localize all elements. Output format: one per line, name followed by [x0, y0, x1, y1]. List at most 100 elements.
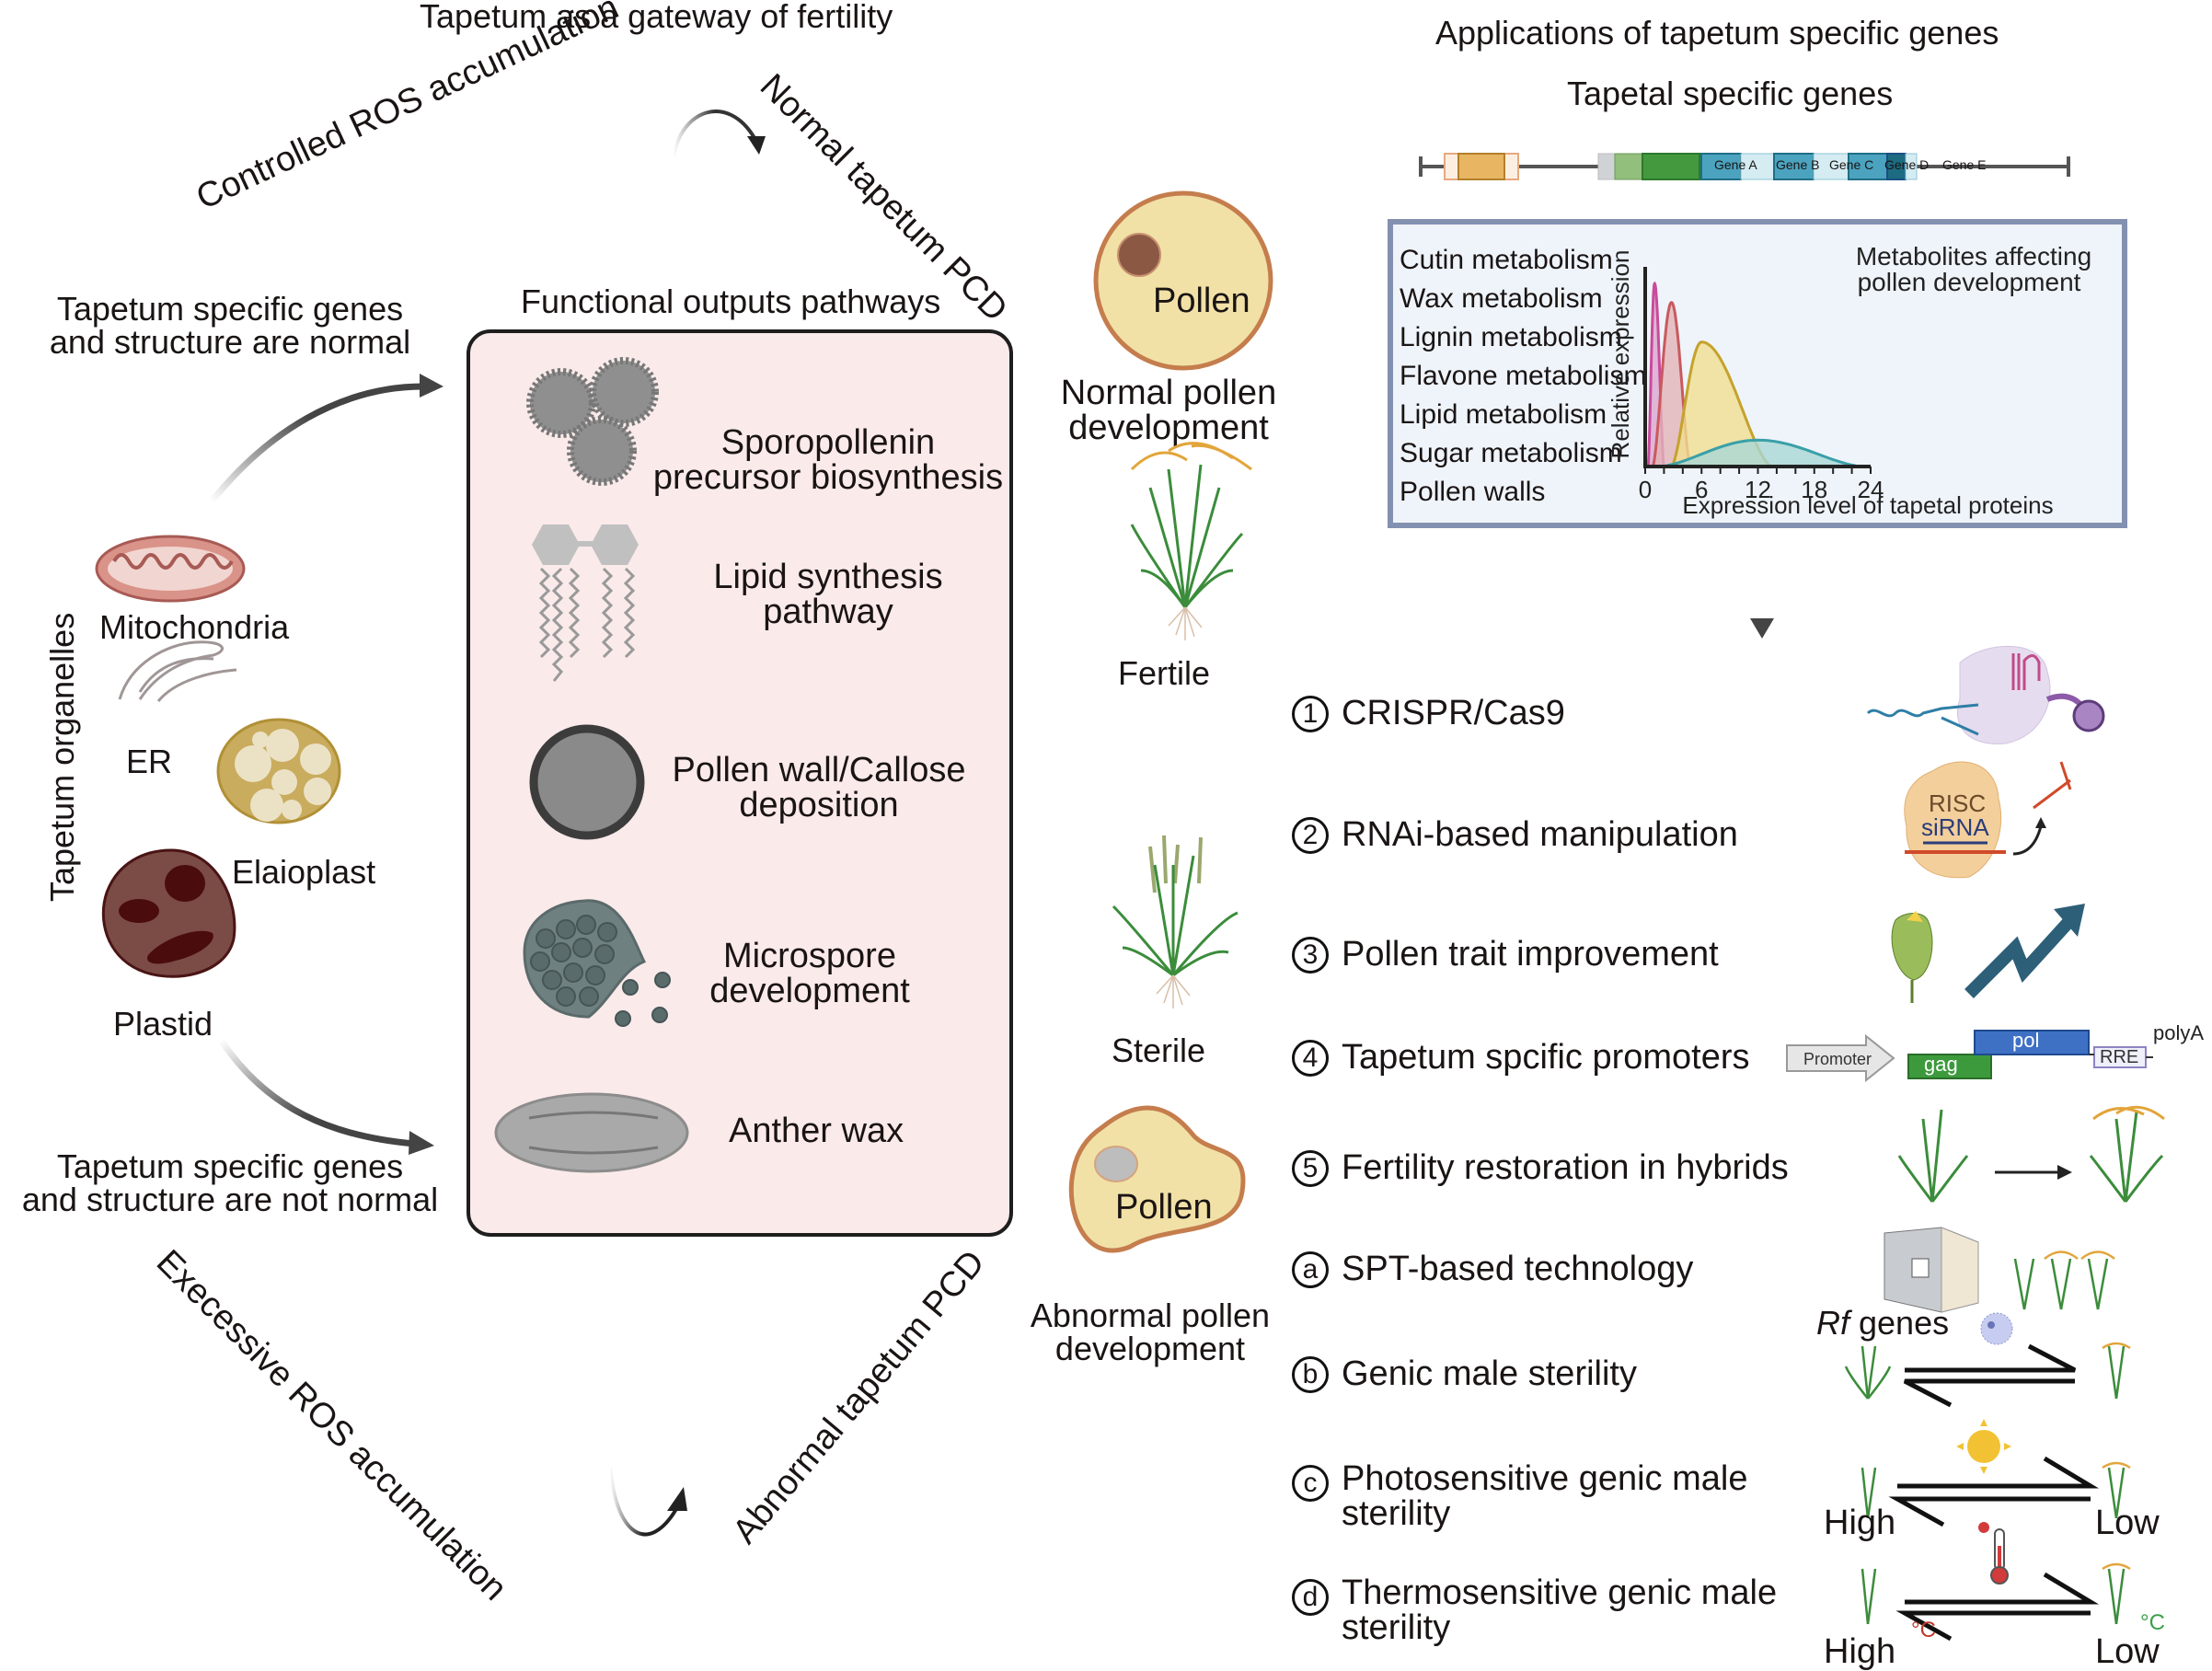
normal-line1: Normal pollen	[1060, 374, 1277, 412]
main-title: Tapetum as a gateway of fertility	[420, 0, 893, 35]
x-tick-label: 18	[1801, 476, 1827, 503]
pathway-lipid: Lipid synthesis pathway	[662, 559, 994, 629]
abnormal-pollen-label: Pollen	[1115, 1188, 1213, 1227]
microspore-release-icon	[523, 899, 671, 1027]
excessive-ros-label: Execessive ROS accumulation	[148, 1242, 514, 1608]
rre-label: RRE	[2100, 1047, 2139, 1067]
fertile-label: Fertile	[1118, 654, 1211, 692]
x-tick-label: 12	[1745, 476, 1771, 503]
application-label: Thermosensitive genic male sterility	[1342, 1575, 1777, 1645]
application-label: CRISPR/Cas9	[1342, 694, 1565, 732]
metabolites-box	[1388, 219, 2127, 528]
normal-pollen-icon	[1093, 190, 1273, 371]
application-label: SPT-based technology	[1342, 1250, 1694, 1288]
metabolite-item: Flavone metabolism	[1400, 361, 1647, 391]
marker-badge: d	[1292, 1579, 1329, 1616]
callose-sphere-icon	[529, 724, 645, 840]
risc-label: RISC	[1929, 789, 1987, 817]
gene-c-label: Gene C	[1829, 157, 1874, 172]
application-label: Pollen trait improvement	[1342, 935, 1719, 974]
pathway-line2: deposition	[739, 786, 899, 824]
gag-label: gag	[1924, 1053, 1958, 1076]
x-tick-label: 6	[1695, 476, 1708, 503]
marker-badge: 3	[1292, 936, 1329, 974]
pathway-line1: Lipid synthesis	[713, 558, 943, 596]
chart-title-line2: pollen development	[1858, 268, 2081, 296]
pathway-sporopollenin: Sporopollenin precursor biosynthesis	[635, 425, 1021, 495]
mitochondria-icon	[95, 535, 246, 603]
rf-italic: Rf	[1816, 1304, 1849, 1342]
gene-b-label: Gene B	[1776, 157, 1820, 172]
application-label: Fertility restoration in hybrids	[1342, 1148, 1789, 1187]
abnormal-pollen-icon	[1068, 1105, 1246, 1253]
tgms-high-label: High	[1824, 1632, 1896, 1671]
functional-pathways-box	[467, 329, 1013, 1237]
application-gms: b Genic male sterility	[1292, 1354, 1637, 1394]
pol-label: pol	[2012, 1029, 2040, 1052]
marker-badge: a	[1292, 1250, 1329, 1288]
normal-pollen-development: Normal pollen development	[1040, 375, 1297, 445]
pathway-line2: precursor biosynthesis	[652, 458, 1004, 497]
cell-icon	[1980, 1312, 2013, 1345]
metabolite-item: Sugar metabolism	[1400, 438, 1622, 468]
normal-pollen-label: Pollen	[1153, 282, 1250, 320]
plastid-icon	[101, 848, 236, 978]
expression-chart: Metabolites affecting pollen development…	[1607, 242, 2091, 519]
equilibrium-icon	[1844, 1342, 2131, 1642]
application-tgms: d Thermosensitive genic male sterility	[1292, 1575, 1777, 1645]
metabolite-item: Pollen walls	[1400, 477, 1546, 507]
abnormal-line2: development	[1054, 1330, 1246, 1367]
application-label: Tapetum spcific promoters	[1342, 1038, 1750, 1077]
metabolite-item: Lipid metabolism	[1400, 399, 1607, 430]
organelle-label-plastid: Plastid	[113, 1005, 213, 1043]
marker-badge: c	[1292, 1465, 1329, 1502]
growth-chamber-icon	[1884, 1227, 2115, 1313]
organelle-label-elaioplast: Elaioplast	[232, 853, 376, 891]
controlled-ros-label: Controlled ROS accumulation	[190, 0, 625, 218]
fertile-plant-icon	[1130, 442, 1252, 640]
abnormal-genes-label: Tapetum specific genes and structure are…	[0, 1150, 460, 1216]
chart-ylabel: Relative expression	[1607, 250, 1634, 459]
pathway-line2: development	[709, 972, 910, 1010]
pathway-line1: Microspore	[723, 937, 896, 975]
normal-genes-line1: Tapetum specific genes	[56, 290, 404, 328]
application-rnai: 2 RNAi-based manipulation	[1292, 815, 1738, 855]
thermometer-icon	[1978, 1522, 2009, 1585]
arrow-down-to-applications	[1750, 556, 1774, 639]
trend-up-icon	[1891, 904, 2085, 1003]
promoter-label: Promoter	[1803, 1050, 1872, 1068]
normal-genes-line2: and structure are normal	[49, 323, 411, 361]
cycle-arrow-bottom	[608, 1467, 687, 1537]
label-line2: sterility	[1342, 1608, 1451, 1647]
organelle-label-er: ER	[126, 743, 173, 780]
label-line1: Photosensitive genic male	[1342, 1459, 1748, 1498]
pathway-pollen-wall: Pollen wall/Callose deposition	[644, 753, 994, 823]
label-line1: Thermosensitive genic male	[1342, 1573, 1778, 1612]
er-icon	[118, 640, 237, 702]
rf-genes-label: Rf genes	[1816, 1307, 1949, 1340]
applications-title: Applications of tapetum specific genes	[1435, 14, 1999, 52]
pollen-grains-icon	[526, 357, 659, 486]
application-crispr: 1 CRISPR/Cas9	[1292, 694, 1565, 733]
sun-icon	[1956, 1419, 2011, 1474]
pathway-line1: Sporopollenin	[720, 423, 936, 462]
metabolite-item: Lignin metabolism	[1400, 322, 1622, 352]
chart-xlabel: Expression level of tapetal proteins	[1682, 491, 2053, 519]
application-label: Genic male sterility	[1342, 1354, 1637, 1393]
organelle-label-mitochondria: Mitochondria	[99, 608, 290, 646]
application-promoters: 4 Tapetum spcific promoters	[1292, 1038, 1750, 1078]
application-spt: a SPT-based technology	[1292, 1250, 1693, 1289]
sterile-label: Sterile	[1112, 1031, 1206, 1069]
x-tick-label: 0	[1639, 476, 1652, 503]
label-line2: sterility	[1342, 1494, 1451, 1533]
tapetal-genes-title: Tapetal specific genes	[1567, 75, 1894, 112]
gene-e-label: Gene E	[1942, 157, 1987, 172]
normal-genes-label: Tapetum specific genes and structure are…	[28, 293, 432, 359]
abnormal-pcd-label: Abnormal tapetum PCD	[725, 1243, 993, 1551]
chart-title-line1: Metabolites affecting	[1856, 242, 2091, 271]
metabolite-item: Wax metabolism	[1400, 283, 1603, 314]
marker-badge: 4	[1292, 1039, 1329, 1077]
application-fertility-restoration: 5 Fertility restoration in hybrids	[1292, 1148, 1789, 1188]
pathway-line2: pathway	[763, 593, 893, 631]
abnormal-line1: Abnormal pollen	[1030, 1296, 1271, 1334]
